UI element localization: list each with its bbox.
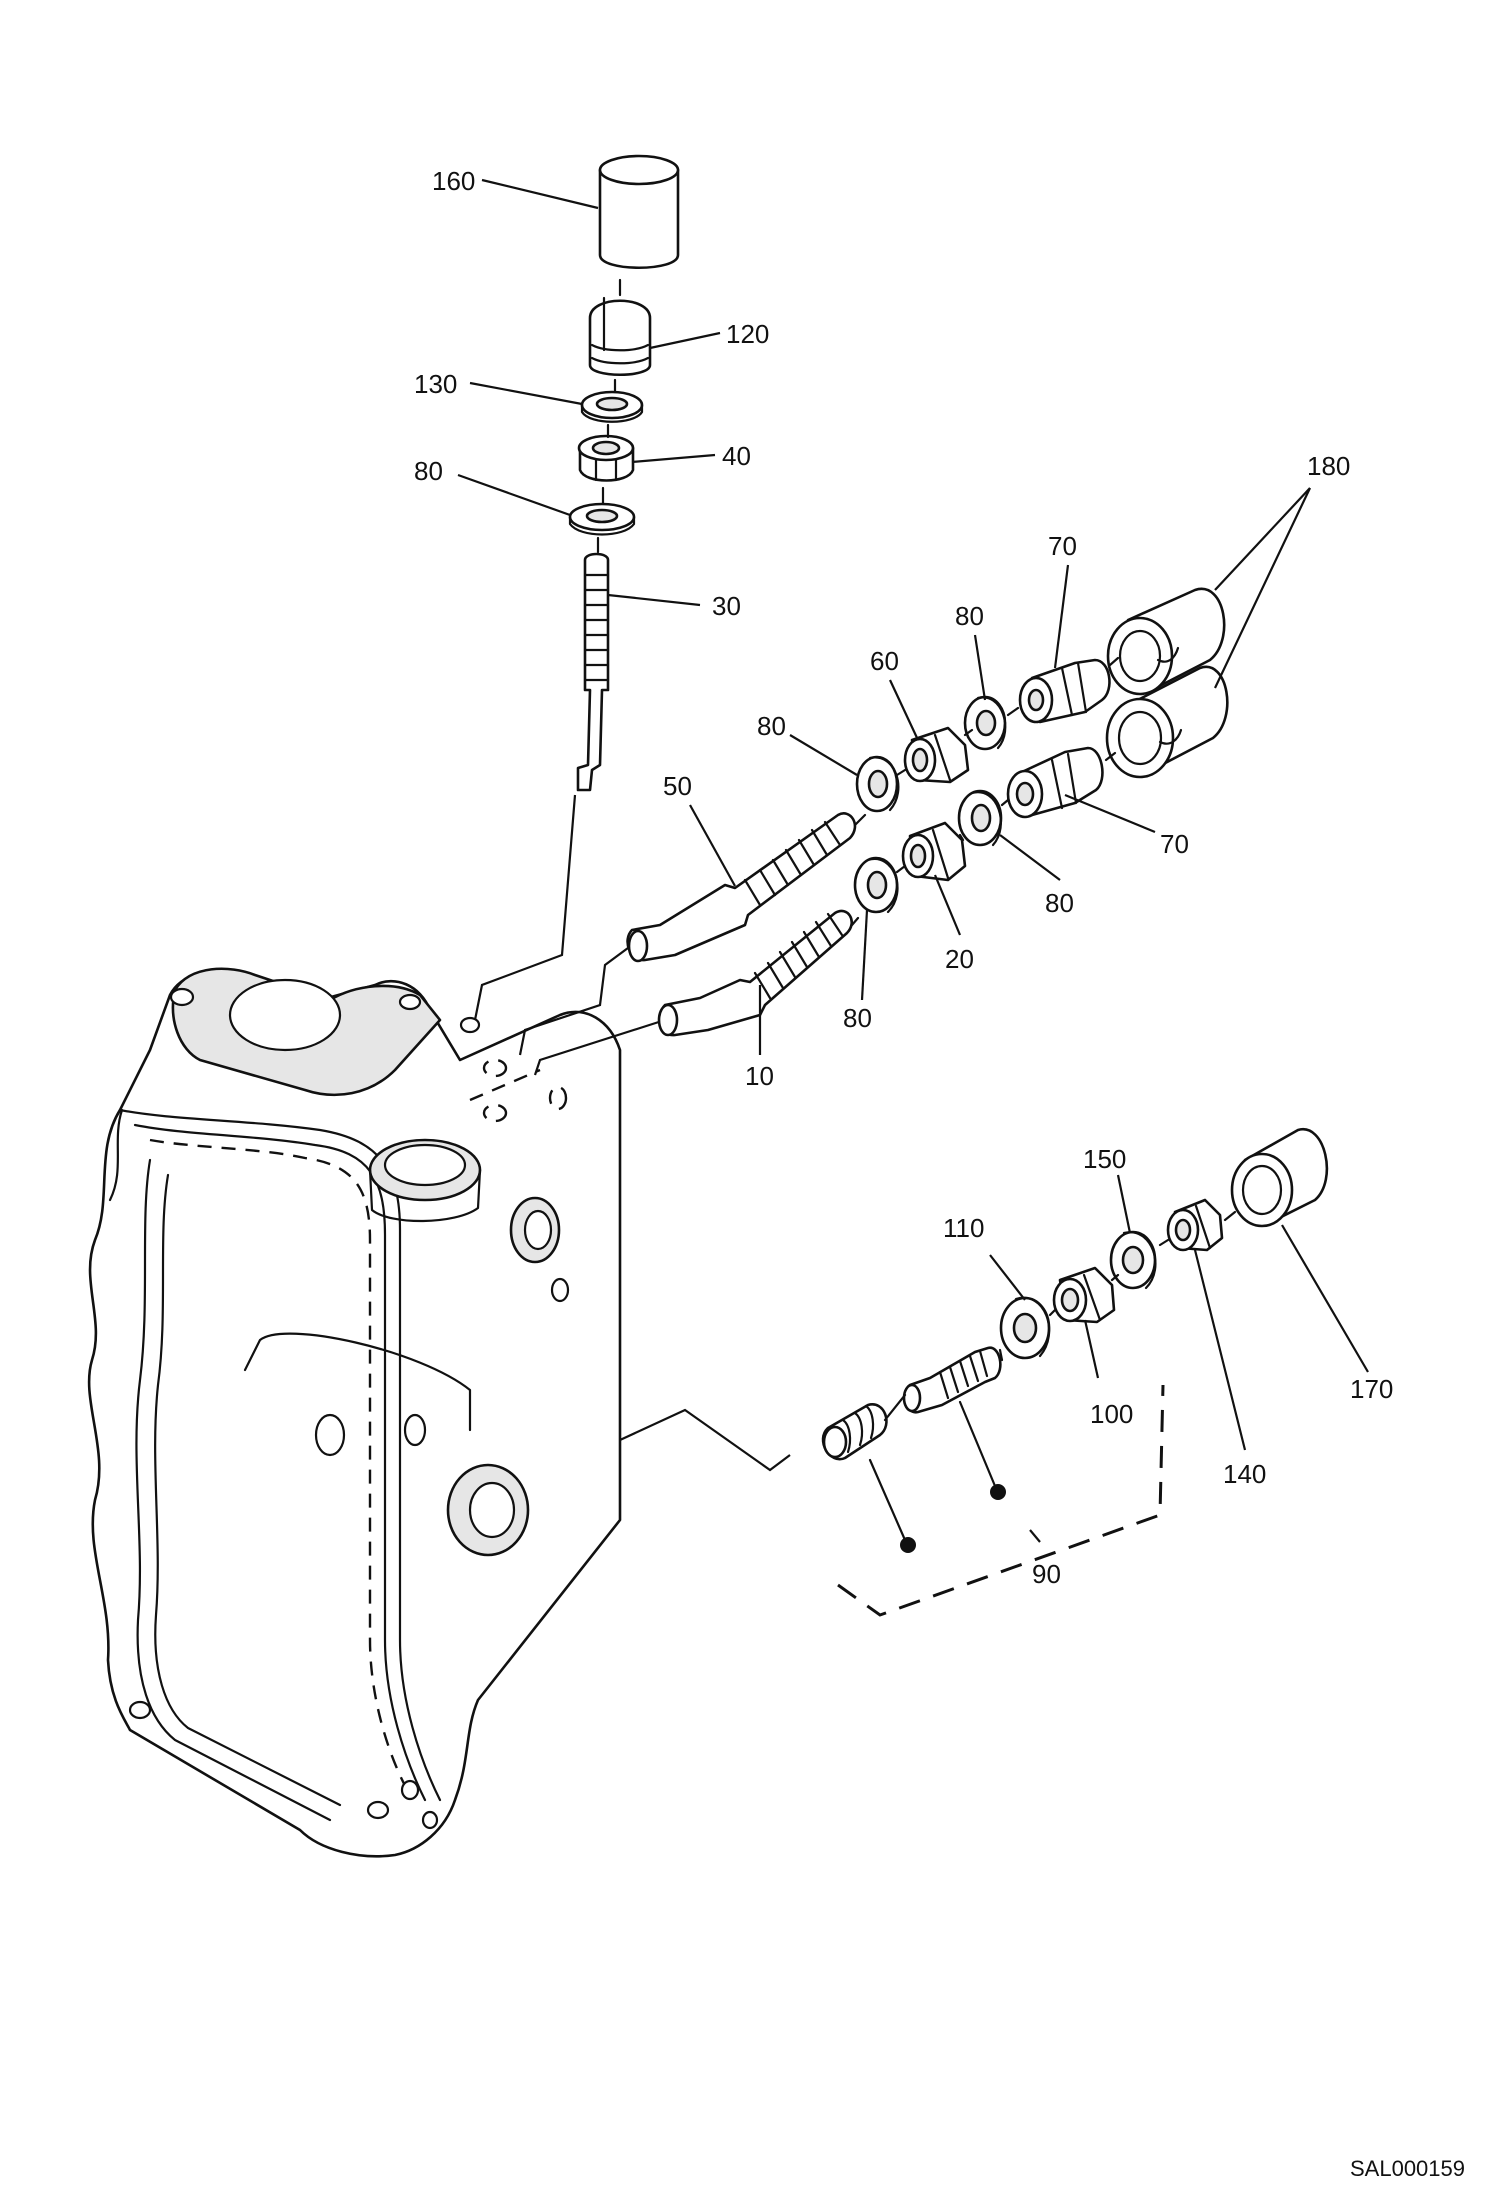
valve-housing <box>87 967 622 1858</box>
callout-30: 30 <box>712 591 741 621</box>
lower-horizontal-assembly <box>657 665 1229 1037</box>
part-30-threaded-rod <box>576 552 610 792</box>
callout-70-upper: 70 <box>1048 531 1077 561</box>
drawing-code: SAL000159 <box>1350 2156 1465 2181</box>
upper-horizontal-assembly <box>626 587 1226 963</box>
callout-100: 100 <box>1090 1399 1133 1429</box>
kit-90-dot-poppet <box>990 1484 1006 1500</box>
callout-50: 50 <box>663 771 692 801</box>
part-160-cap <box>598 168 680 269</box>
vertical-adjuster-assembly <box>568 154 680 792</box>
callout-leader-lines <box>457 178 1369 1543</box>
callout-90: 90 <box>1032 1559 1061 1589</box>
callout-110: 110 <box>943 1213 984 1243</box>
callout-170: 170 <box>1350 1374 1393 1404</box>
callout-20: 20 <box>945 944 974 974</box>
callout-40: 40 <box>722 441 751 471</box>
callout-labels: 160 120 130 40 80 30 180 70 80 60 80 50 … <box>414 166 1393 1589</box>
housing-top-bore <box>228 978 342 1052</box>
bottom-relief-assembly <box>821 1128 1329 1617</box>
kit-90-dot-spring <box>900 1537 916 1553</box>
callout-80-upper-right: 80 <box>955 601 984 631</box>
callout-80-upper-left: 80 <box>757 711 786 741</box>
kit-90-bracket <box>837 1384 1165 1617</box>
callout-140: 140 <box>1223 1459 1266 1489</box>
callout-160: 160 <box>432 166 475 196</box>
assembly-leader-lines <box>473 794 791 1472</box>
callout-120: 120 <box>726 319 769 349</box>
callout-180: 180 <box>1307 451 1350 481</box>
callout-70-lower: 70 <box>1160 829 1189 859</box>
callout-130: 130 <box>414 369 457 399</box>
callout-80-vertical: 80 <box>414 456 443 486</box>
callout-150: 150 <box>1083 1144 1126 1174</box>
callout-80-lower-right: 80 <box>1045 888 1074 918</box>
callout-60: 60 <box>870 646 899 676</box>
callout-80-lower-left: 80 <box>843 1003 872 1033</box>
callout-10: 10 <box>745 1061 774 1091</box>
